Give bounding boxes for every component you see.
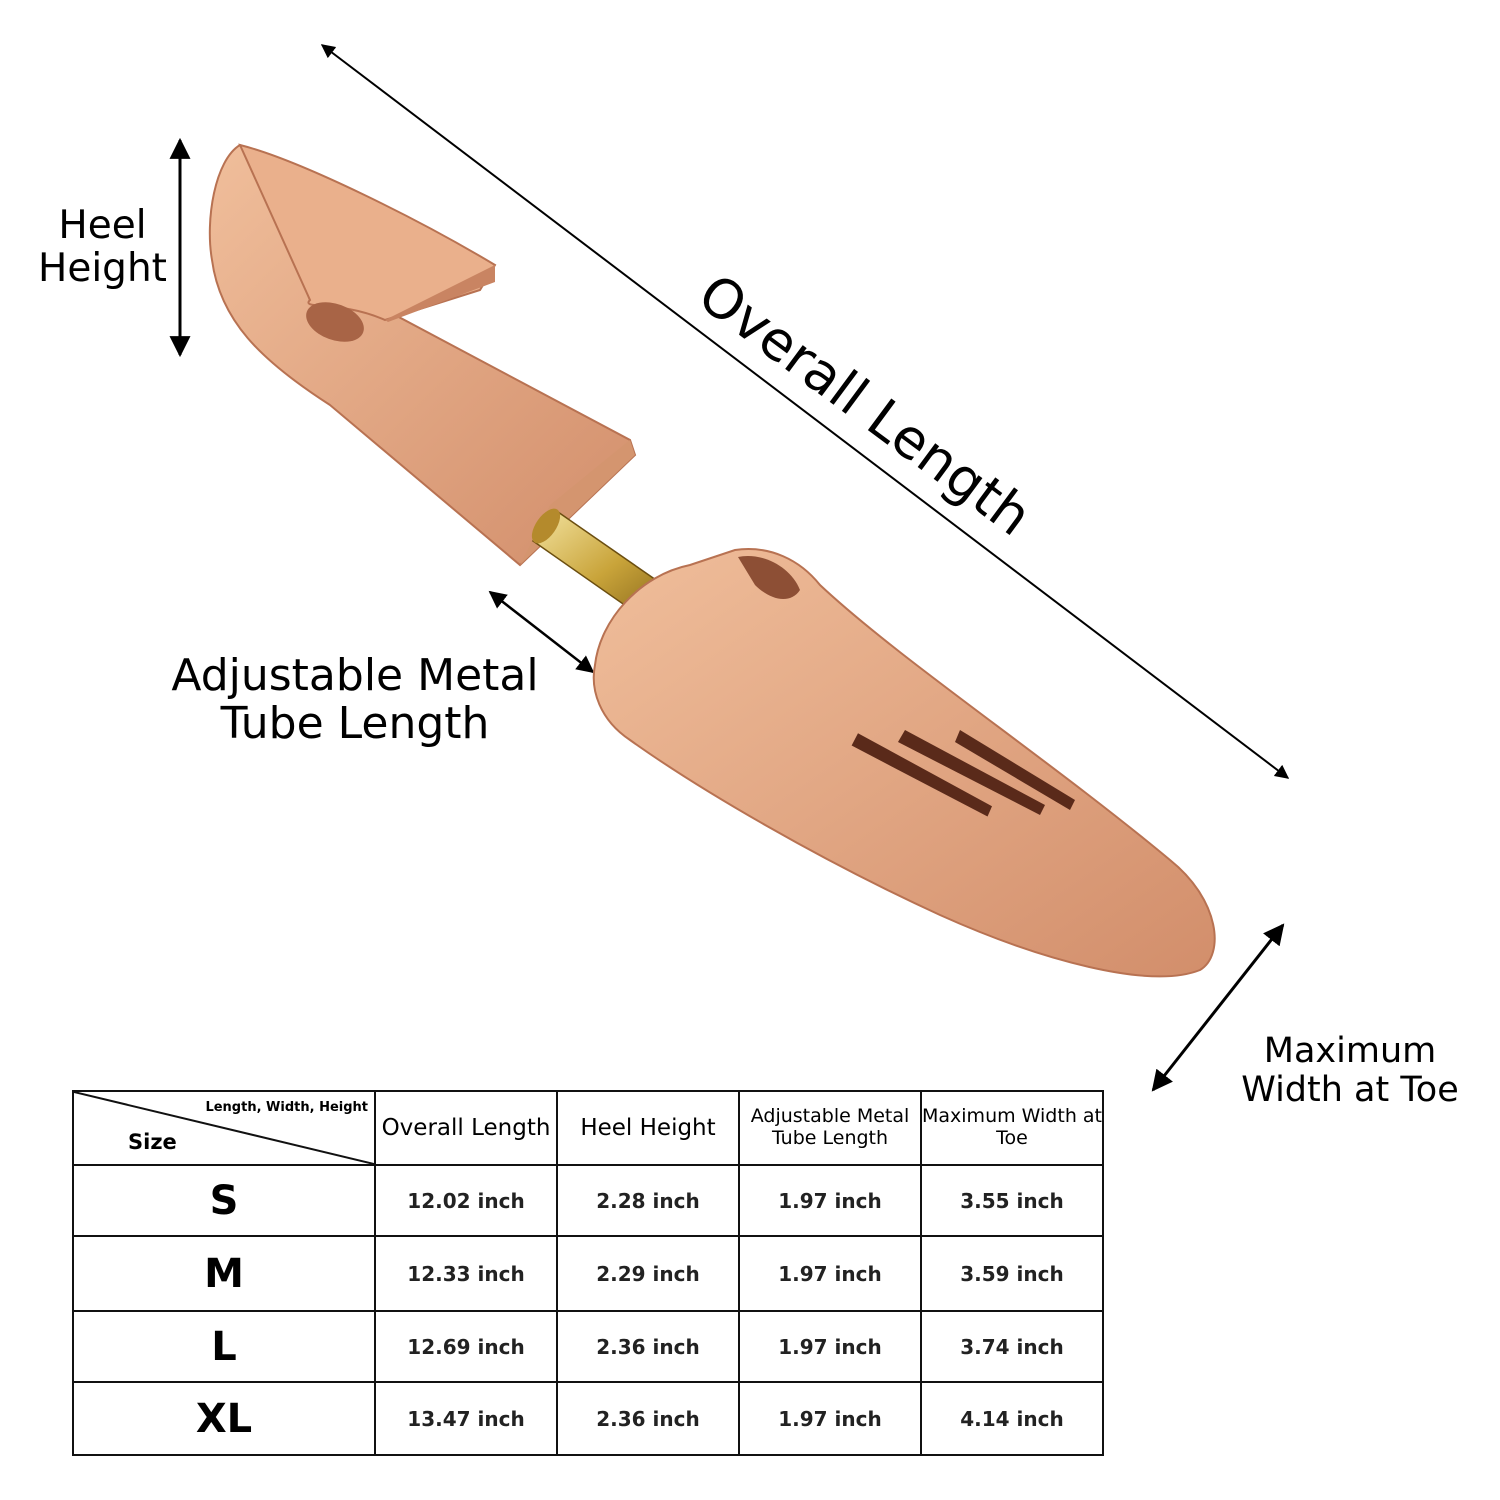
table-row: L 12.69 inch 2.36 inch 1.97 inch 3.74 in… (72, 1310, 1104, 1383)
tube-length-cell: 1.97 inch (738, 1164, 922, 1237)
tube-length-cell: 1.97 inch (738, 1381, 922, 1456)
corner-dimensions-label: Length, Width, Height (205, 1100, 368, 1115)
size-cell: S (72, 1164, 376, 1237)
size-cell: XL (72, 1381, 376, 1456)
size-cell: M (72, 1235, 376, 1312)
overall-length-cell: 12.02 inch (374, 1164, 558, 1237)
max-width-cell: 3.55 inch (920, 1164, 1104, 1237)
heel-height-cell: 2.28 inch (556, 1164, 740, 1237)
header-heel-height: Heel Height (556, 1090, 740, 1166)
header-max-width: Maximum Width at Toe (920, 1090, 1104, 1166)
table-row: M 12.33 inch 2.29 inch 1.97 inch 3.59 in… (72, 1235, 1104, 1312)
max-width-cell: 3.74 inch (920, 1310, 1104, 1383)
heel-height-label: Heel Height (38, 203, 167, 291)
max-width-cell: 4.14 inch (920, 1381, 1104, 1456)
tube-length-cell: 1.97 inch (738, 1235, 922, 1312)
table-header-row: Length, Width, Height Size Overall Lengt… (72, 1090, 1104, 1166)
size-table: Length, Width, Height Size Overall Lengt… (72, 1090, 1104, 1456)
heel-height-cell: 2.29 inch (556, 1235, 740, 1312)
overall-length-cell: 13.47 inch (374, 1381, 558, 1456)
tube-length-cell: 1.97 inch (738, 1310, 922, 1383)
table-corner-cell: Length, Width, Height Size (72, 1090, 376, 1166)
corner-size-label: Size (128, 1130, 177, 1154)
table-row: XL 13.47 inch 2.36 inch 1.97 inch 4.14 i… (72, 1381, 1104, 1456)
max-width-label: Maximum Width at Toe (1241, 1031, 1459, 1111)
toe-block (592, 548, 1216, 978)
heel-height-cell: 2.36 inch (556, 1310, 740, 1383)
tube-length-label: Adjustable Metal Tube Length (171, 650, 539, 750)
max-width-arrow (1151, 923, 1285, 1092)
header-overall-length: Overall Length (374, 1090, 558, 1166)
heel-block (208, 143, 637, 567)
tube-length-arrow (488, 590, 595, 674)
overall-length-cell: 12.33 inch (374, 1235, 558, 1312)
header-tube-length: Adjustable Metal Tube Length (738, 1090, 922, 1166)
overall-length-arrow (320, 44, 1290, 779)
heel-height-cell: 2.36 inch (556, 1381, 740, 1456)
size-cell: L (72, 1310, 376, 1383)
table-row: S 12.02 inch 2.28 inch 1.97 inch 3.55 in… (72, 1164, 1104, 1237)
corner-diagonal (74, 1092, 374, 1164)
overall-length-cell: 12.69 inch (374, 1310, 558, 1383)
max-width-cell: 3.59 inch (920, 1235, 1104, 1312)
